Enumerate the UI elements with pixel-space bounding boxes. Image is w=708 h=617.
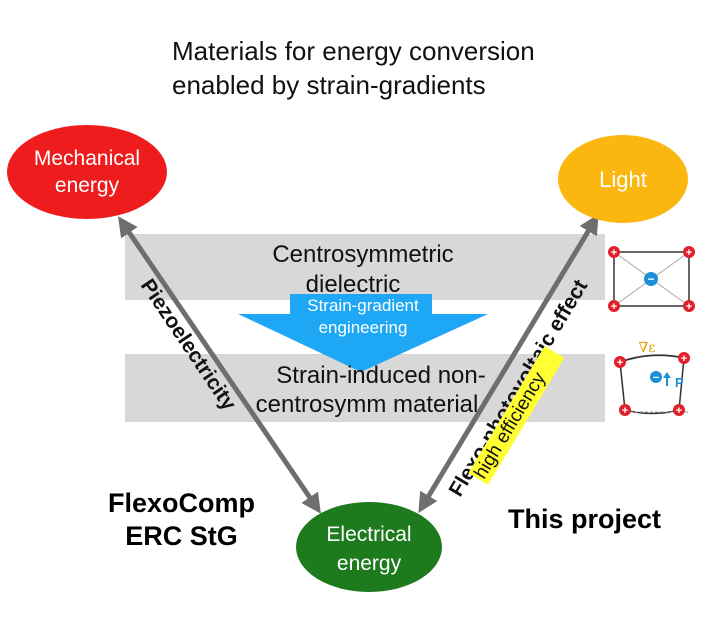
light-label: Light <box>599 167 647 192</box>
mechanical-label-line-1: Mechanical <box>34 147 140 170</box>
bent-center-sign: − <box>653 372 659 384</box>
bent-ion-br <box>673 404 685 416</box>
mechanical-energy-node <box>7 125 167 219</box>
flexocomp-label: FlexoComp ERC StG <box>108 487 255 553</box>
band-bottom-line-1: Strain-induced non- <box>276 362 485 389</box>
band-top-line-1: Centrosymmetric <box>272 241 453 268</box>
diagram-title: Materials for energy conversion enabled … <box>172 34 652 102</box>
title-line-1: Materials for energy conversion <box>172 36 535 66</box>
corner-sign-tl: + <box>611 247 617 259</box>
mechanical-label-line-2: energy <box>55 174 120 197</box>
bent-ion-tr <box>678 352 690 364</box>
center-ion <box>644 272 658 286</box>
inset-centrosymmetric-cell: + + + + − <box>608 246 695 313</box>
corner-sign-br: + <box>686 301 692 313</box>
band-top-line-2: dielectric <box>306 271 401 298</box>
flexocomp-line-1: FlexoComp <box>108 488 256 518</box>
bent-sign-bl: + <box>622 405 628 417</box>
electrical-label-line-1: Electrical <box>326 523 411 546</box>
polarization-arrow-head <box>663 372 671 378</box>
inset-strained-cell: ∇ε + + + + − P <box>614 340 690 417</box>
corner-ion-bottom-left <box>608 300 620 312</box>
center-sign: − <box>647 272 654 286</box>
high-efficiency-highlight <box>468 346 565 485</box>
piezoelectricity-arrow <box>118 216 321 514</box>
title-line-2: enabled by strain-gradients <box>172 70 486 100</box>
corner-sign-bl: + <box>611 301 617 313</box>
bent-sign-br: + <box>676 405 682 417</box>
strain-gradient-symbol: ∇ε <box>638 340 655 356</box>
electrical-energy-node <box>296 502 442 592</box>
electrical-label-line-2: energy <box>337 552 402 575</box>
bent-ion-bl <box>619 404 631 416</box>
light-node <box>558 135 688 223</box>
corner-sign-tr: + <box>686 247 692 259</box>
arrow-label-line-2: engineering <box>319 318 408 337</box>
bent-ion-tl <box>614 356 626 368</box>
arrow-label-line-1: Strain-gradient <box>307 296 419 315</box>
bent-sign-tl: + <box>617 357 623 369</box>
flexocomp-line-2: ERC StG <box>125 521 238 551</box>
flexo-photovoltaic-arrow <box>418 214 599 513</box>
corner-ion-bottom-right <box>683 300 695 312</box>
corner-ion-top-left <box>608 246 620 258</box>
this-project-label: This project <box>508 504 662 534</box>
polarization-label: P <box>675 375 684 390</box>
corner-ion-top-right <box>683 246 695 258</box>
bent-sign-tr: + <box>681 353 687 365</box>
bent-center-ion <box>650 371 662 383</box>
band-bottom-line-2: centrosymm material <box>256 391 479 418</box>
